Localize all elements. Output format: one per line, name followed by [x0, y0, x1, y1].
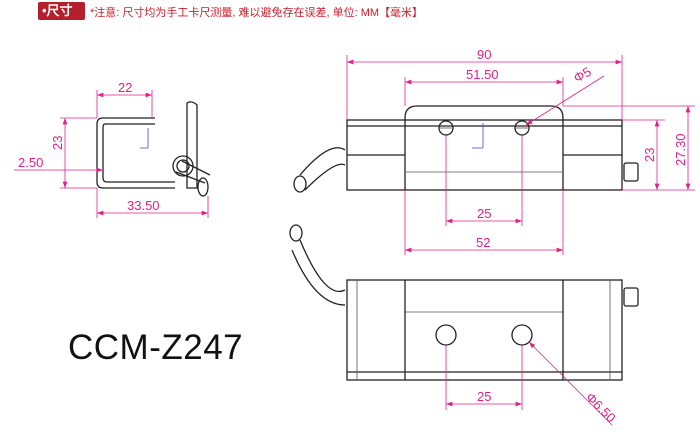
- measurement-note: *注意: 尺寸均为手工卡尺测量, 难以避免存在误差, 单位: MM【毫米】: [90, 7, 424, 19]
- dim-total-height: 27.30: [673, 133, 688, 166]
- dim-plate-top: 51.50: [466, 67, 499, 82]
- dim-hole-spacing: 25: [477, 206, 491, 221]
- dim-plate-width: 52: [476, 235, 490, 250]
- dimension-tag: •尺寸: [38, 2, 85, 20]
- dim-bottom-hole-dia: Φ6.50: [583, 390, 619, 426]
- dim-bottom-hole-spacing: 25: [477, 389, 491, 404]
- dim-thickness: 2.50: [18, 155, 43, 170]
- dim-total-length: 90: [477, 47, 491, 62]
- model-number: CCM-Z247: [68, 328, 244, 367]
- dim-height: 23: [50, 136, 65, 150]
- dim-hole-dia: Φ5: [571, 64, 594, 86]
- dim-total-width: 33.50: [127, 198, 160, 213]
- dim-height-23: 23: [642, 148, 657, 162]
- side-view: 22 23 2.50 33.50: [14, 80, 211, 218]
- front-view: 90 51.50 Φ5 23 27.30 25 52: [293, 47, 695, 255]
- bottom-view: 25 Φ6.50: [289, 224, 639, 426]
- dim-width-top: 22: [118, 80, 132, 95]
